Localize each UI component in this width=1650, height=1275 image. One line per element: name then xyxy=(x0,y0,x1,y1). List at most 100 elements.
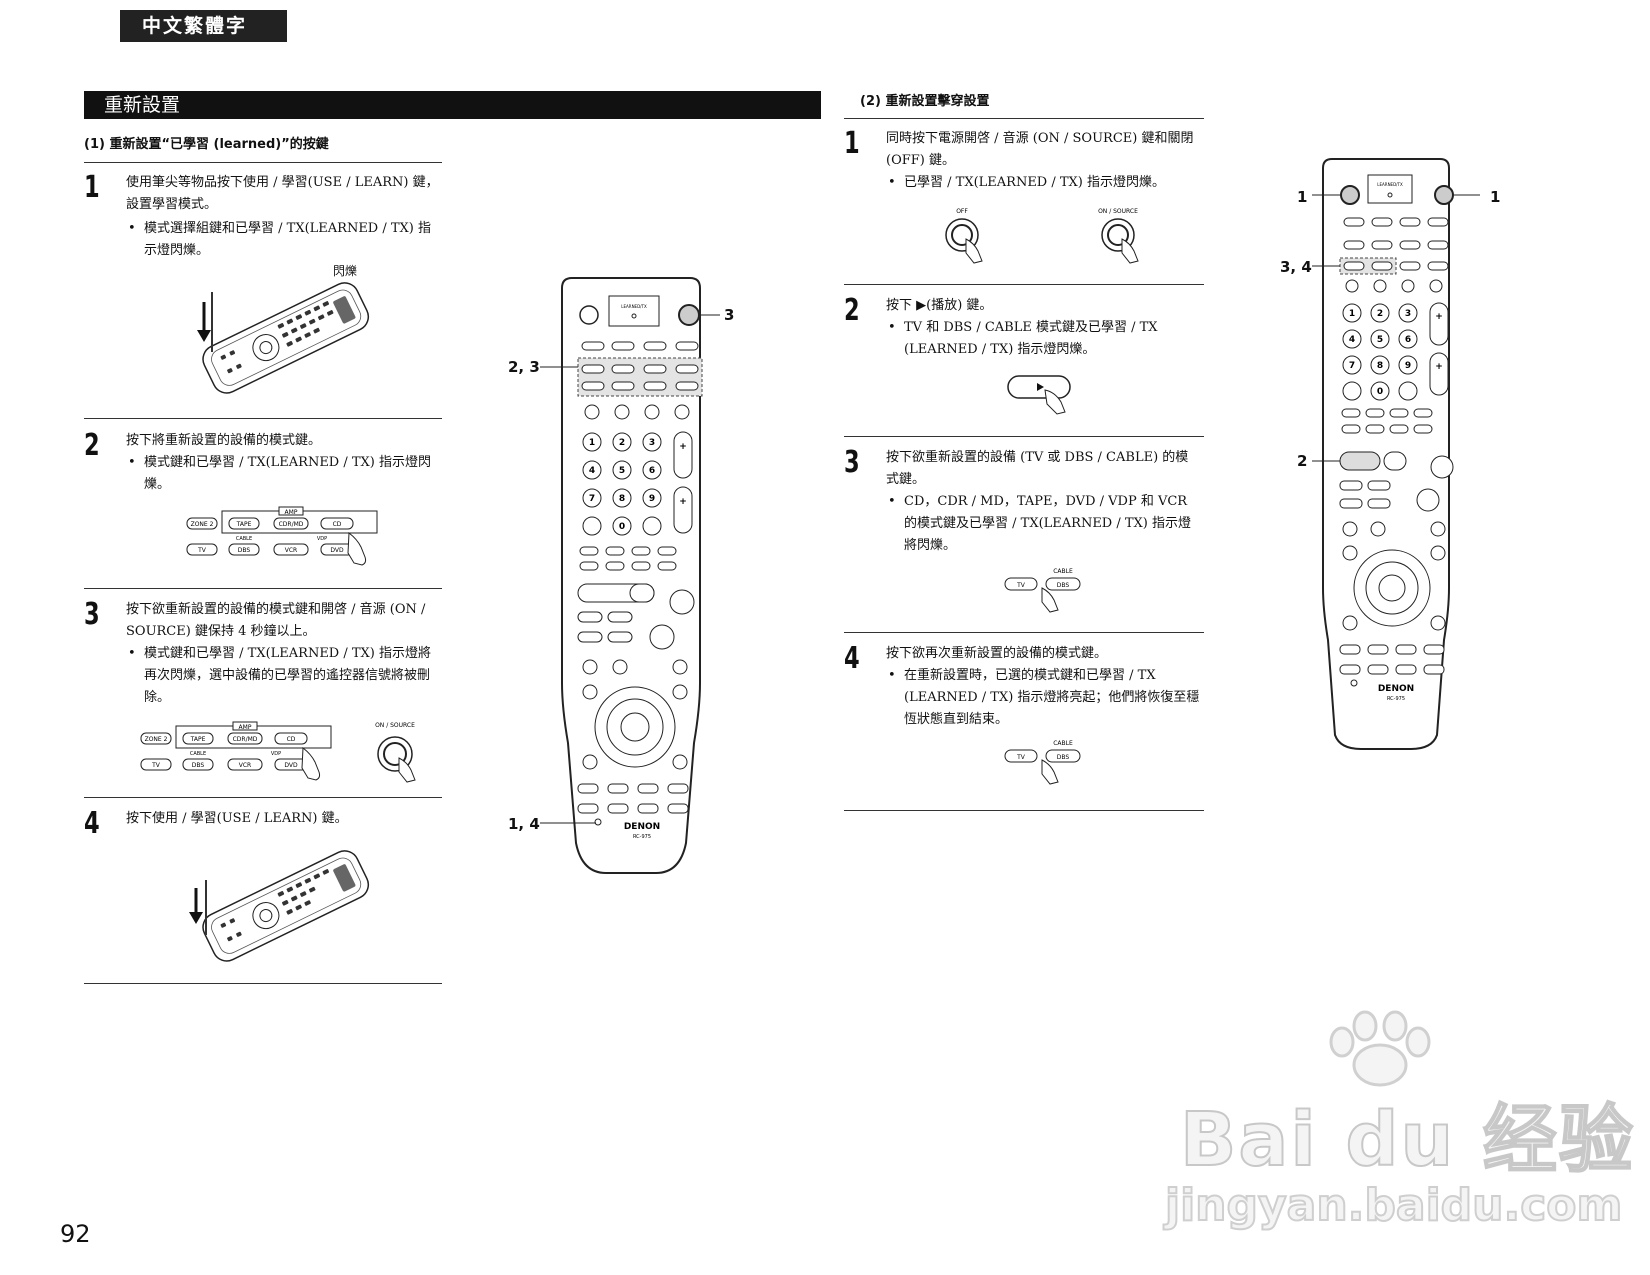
mode-keys-figure: AMP ZONE 2 TAPE CDR/MD CD CABLE VDP TV D… xyxy=(186,506,378,566)
cdrmd-key: CDR/MD xyxy=(233,736,258,743)
step-text: 使用筆尖等物品按下使用 / 學習(USE / LEARN) 鍵，設置學習模式。 xyxy=(126,175,439,212)
dvd-key: DVD xyxy=(330,547,344,554)
svg-text:4: 4 xyxy=(1349,335,1355,345)
step-number: 3 xyxy=(844,445,860,480)
svg-text:2: 2 xyxy=(1377,309,1383,319)
divider xyxy=(844,632,1204,633)
divider xyxy=(844,810,1204,811)
step-number: 1 xyxy=(84,170,100,205)
step-number: 2 xyxy=(844,293,860,328)
learned-tx-label: LEARNED/TX xyxy=(1377,182,1403,187)
vcr-key: VCR xyxy=(239,762,251,769)
tv-key: TV xyxy=(151,762,161,769)
callout-1-4: 1, 4 xyxy=(508,815,540,833)
step-bullet: 模式鍵和已學習 / TX(LEARNED / TX) 指示燈閃爍。 xyxy=(126,452,441,496)
callout-3-4: 3, 4 xyxy=(1280,258,1312,276)
divider xyxy=(844,284,1204,285)
step-number: 4 xyxy=(84,806,100,841)
dbs-key: DBS xyxy=(192,762,205,769)
divider xyxy=(84,797,442,798)
vdp-label: VDP xyxy=(271,751,281,757)
step-text: 按下欲再次重新設置的設備的模式鍵。 xyxy=(886,646,1108,661)
step-bullet: CD，CDR / MD，TAPE，DVD / VDP 和 VCR 的模式鍵及已學… xyxy=(886,491,1201,557)
watermark-main: Bai du 经验 xyxy=(1179,1096,1635,1184)
baidu-watermark: Bai du 经验 jingyan.baidu.com xyxy=(1164,1010,1635,1232)
on-source-button-figure: ON / SOURCE xyxy=(375,722,416,783)
tv-dbs-keys-figure: CABLE TV DBS xyxy=(1004,568,1081,613)
amp-label: AMP xyxy=(285,509,298,516)
svg-text:+: + xyxy=(679,497,687,507)
remote-brand: DENON xyxy=(1378,684,1414,694)
play-button-figure xyxy=(1007,375,1071,415)
dbs-key: DBS xyxy=(238,547,251,554)
off-label: OFF xyxy=(956,208,968,215)
tv-dbs-keys-figure: CABLE TV DBS xyxy=(1004,740,1081,785)
tv-key: TV xyxy=(1016,582,1026,589)
blink-label: 閃爍 xyxy=(333,264,358,278)
svg-text:5: 5 xyxy=(619,466,625,476)
svg-text:1: 1 xyxy=(1349,309,1355,319)
amp-label: AMP xyxy=(239,724,252,731)
step-text: 按下將重新設置的設備的模式鍵。 xyxy=(126,433,322,448)
dvd-key: DVD xyxy=(284,762,298,769)
remote-angled-figure xyxy=(197,282,370,394)
svg-text:3: 3 xyxy=(649,438,655,448)
step-number: 1 xyxy=(844,126,860,161)
divider xyxy=(844,118,1204,119)
vcr-key: VCR xyxy=(285,547,297,554)
cable-label: CABLE xyxy=(190,751,206,757)
svg-text:4: 4 xyxy=(589,466,595,476)
step-number: 3 xyxy=(84,597,100,632)
step-number: 2 xyxy=(84,428,100,463)
svg-text:3: 3 xyxy=(1405,309,1411,319)
step-bullet: TV 和 DBS / CABLE 模式鍵及已學習 / TX (LEARNED /… xyxy=(886,317,1201,361)
dbs-key: DBS xyxy=(1057,582,1070,589)
svg-text:9: 9 xyxy=(649,494,655,504)
svg-text:+: + xyxy=(679,442,687,452)
dbs-key: DBS xyxy=(1057,754,1070,761)
part1-heading: (1) 重新設置“已學習 (learned)”的按鍵 xyxy=(84,137,329,152)
svg-text:7: 7 xyxy=(589,494,595,504)
svg-text:2: 2 xyxy=(619,438,625,448)
step-bullet: 模式選擇組鍵和已學習 / TX(LEARNED / TX) 指示燈閃爍。 xyxy=(126,218,441,262)
divider xyxy=(84,418,442,419)
zone2-key: ZONE 2 xyxy=(145,736,168,743)
cable-label: CABLE xyxy=(1053,568,1073,575)
cable-label: CABLE xyxy=(1053,740,1073,747)
tv-key: TV xyxy=(197,547,207,554)
svg-text:0: 0 xyxy=(1377,387,1383,397)
callout-2-3: 2, 3 xyxy=(508,358,540,376)
callout-2: 2 xyxy=(1297,452,1308,470)
paw-icon xyxy=(1329,1010,1431,1087)
svg-text:8: 8 xyxy=(1377,361,1383,371)
tape-key: TAPE xyxy=(236,521,252,528)
learned-tx-label: LEARNED/TX xyxy=(621,304,647,309)
section-title: 重新設置 xyxy=(84,91,821,119)
cdrmd-key: CDR/MD xyxy=(279,521,304,528)
vdp-label: VDP xyxy=(317,536,327,542)
step-text: 按下使用 / 學習(USE / LEARN) 鍵。 xyxy=(126,811,348,826)
svg-text:0: 0 xyxy=(619,522,625,532)
remote-model: RC-975 xyxy=(633,834,651,840)
on-source-label: ON / SOURCE xyxy=(1098,208,1138,215)
step-bullet: 已學習 / TX(LEARNED / TX) 指示燈閃爍。 xyxy=(886,172,1201,194)
cable-label: CABLE xyxy=(236,536,252,542)
divider xyxy=(84,588,442,589)
language-tab: 中文繁體字 xyxy=(120,10,287,42)
on-source-label: ON / SOURCE xyxy=(375,722,415,729)
step-text: 按下欲重新設置的設備的模式鍵和開啓 / 音源 (ON / SOURCE) 鍵保持… xyxy=(126,602,426,639)
part2-heading: (2) 重新設置擊穿設置 xyxy=(860,94,990,109)
callout-1-left: 1 xyxy=(1297,188,1308,206)
callout-1-right: 1 xyxy=(1490,188,1501,206)
divider xyxy=(844,436,1204,437)
step-number: 4 xyxy=(844,641,860,676)
watermark-sub: jingyan.baidu.com xyxy=(1164,1179,1623,1232)
remote-brand: DENON xyxy=(624,822,660,832)
step-text: 按下 ▶(播放) 鍵。 xyxy=(886,298,993,313)
svg-text:1: 1 xyxy=(589,438,595,448)
svg-text:6: 6 xyxy=(1405,335,1411,345)
tape-key: TAPE xyxy=(190,736,206,743)
remote-model: RC-975 xyxy=(1387,696,1405,702)
